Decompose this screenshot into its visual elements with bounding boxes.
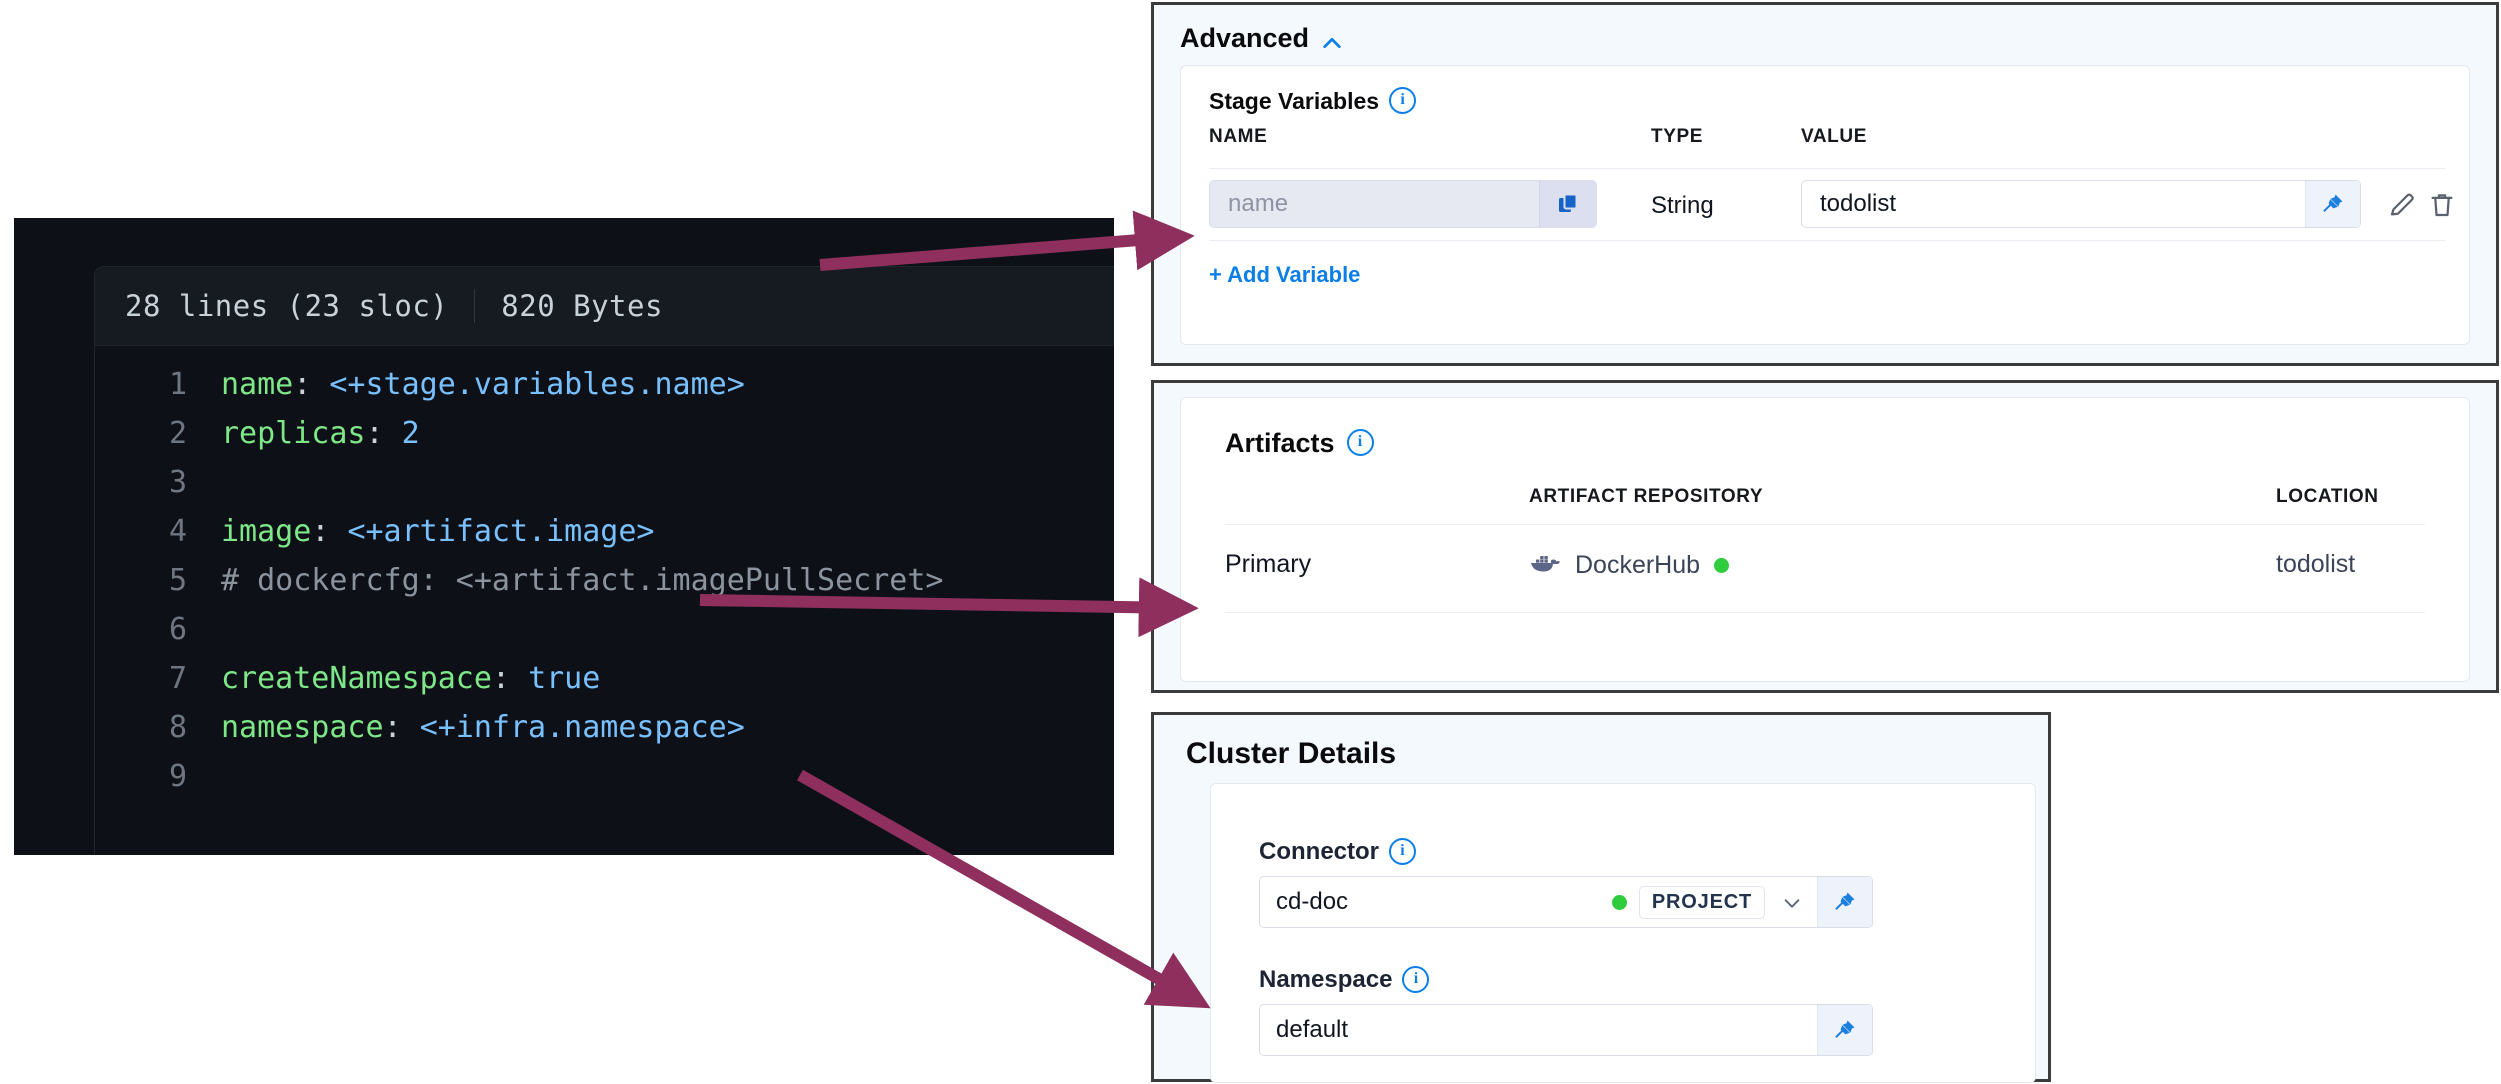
code-lines: 1 name: <+stage.variables.name> 2 replicas:…: [95, 346, 1114, 801]
code-line-text: createNamespace: true: [221, 661, 601, 696]
namespace-value: default: [1276, 1016, 1349, 1043]
code-line-text: [221, 605, 239, 654]
code-line-number: 7: [168, 661, 187, 696]
variable-value-text: todolist: [1820, 190, 1897, 217]
trash-icon[interactable]: [2427, 190, 2457, 225]
connector-input[interactable]: cd-doc PROJECT: [1259, 876, 1873, 928]
stage-variables-card: Stage Variables i NAME TYPE VALUE name S…: [1180, 65, 2470, 345]
add-variable-button[interactable]: + Add Variable: [1209, 262, 1361, 287]
code-line: 3: [95, 458, 1114, 507]
code-line-number: 9: [168, 759, 187, 794]
artifacts-header: Artifacts i: [1225, 428, 1374, 459]
code-line-number: 8: [168, 710, 187, 745]
code-file-size: 820 Bytes: [501, 289, 663, 323]
pin-icon[interactable]: [1817, 877, 1872, 927]
column-header-name: NAME: [1209, 126, 1268, 147]
chevron-down-icon[interactable]: [1781, 892, 1801, 912]
code-line: 6: [95, 605, 1114, 654]
artifacts-title: Artifacts: [1225, 428, 1335, 458]
connector-label: Connector: [1259, 838, 1379, 865]
variable-type-value: String: [1651, 192, 1714, 219]
connector-scope-badge: PROJECT: [1638, 885, 1765, 919]
artifacts-divider-bottom: [1225, 612, 2425, 613]
code-line-number: 1: [168, 367, 187, 402]
meta-divider: [474, 289, 476, 323]
artifacts-divider-top: [1225, 524, 2425, 525]
column-header-artifact-repository: ARTIFACT REPOSITORY: [1529, 486, 1764, 507]
code-line-number: 5: [168, 563, 187, 598]
copy-icon[interactable]: [1539, 181, 1596, 227]
variable-value-input[interactable]: todolist: [1801, 180, 2361, 228]
stage-variables-label-row: Stage Variables i: [1209, 87, 1417, 115]
column-header-type: TYPE: [1651, 126, 1704, 147]
stage-variables-label: Stage Variables: [1209, 88, 1380, 114]
code-line: 2 replicas: 2: [95, 409, 1114, 458]
code-viewer: 28 lines (23 sloc) 820 Bytes 1 name: <+st…: [14, 218, 1114, 855]
code-line: 9: [95, 752, 1114, 801]
artifacts-panel: Artifacts i ARTIFACT REPOSITORY LOCATION…: [1151, 380, 2499, 693]
table-divider-bottom: [1209, 240, 2445, 241]
artifacts-card: Artifacts i ARTIFACT REPOSITORY LOCATION…: [1180, 397, 2470, 682]
table-divider-top: [1209, 168, 2445, 169]
info-icon[interactable]: i: [1389, 87, 1417, 114]
code-line-count: 28 lines (23 sloc): [125, 289, 449, 323]
artifact-location-value: todolist: [2276, 550, 2356, 578]
status-dot-icon: [1714, 558, 1730, 573]
code-line-text: namespace: <+infra.namespace>: [221, 710, 745, 745]
artifact-repository-name: DockerHub: [1575, 551, 1701, 579]
connector-value: cd-doc: [1276, 888, 1349, 915]
column-header-location: LOCATION: [2276, 486, 2379, 507]
variable-name-input[interactable]: name: [1209, 180, 1597, 228]
namespace-label-row: Namespace i: [1259, 965, 1430, 994]
status-dot-icon: [1611, 894, 1627, 910]
pencil-icon[interactable]: [2387, 190, 2417, 225]
code-line: 7 createNamespace: true: [95, 654, 1114, 703]
code-line: 5 # dockercfg: <+artifact.imagePullSecret…: [95, 556, 1114, 605]
cluster-details-card: Connector i cd-doc PROJECT Namespace i d…: [1210, 783, 2036, 1083]
namespace-label: Namespace: [1259, 966, 1393, 993]
namespace-input[interactable]: default: [1259, 1004, 1873, 1056]
code-line: 8 namespace: <+infra.namespace>: [95, 703, 1114, 752]
advanced-header[interactable]: Advanced: [1180, 23, 1343, 54]
chevron-up-icon[interactable]: [1321, 30, 1343, 52]
code-line: 4 image: <+artifact.image>: [95, 507, 1114, 556]
cluster-details-title: Cluster Details: [1186, 737, 1397, 770]
advanced-title: Advanced: [1180, 23, 1310, 53]
code-line-text: name: <+stage.variables.name>: [221, 367, 745, 402]
artifact-repository-cell[interactable]: DockerHub: [1529, 550, 1730, 581]
advanced-panel: Advanced Stage Variables i NAME TYPE VAL…: [1151, 2, 2499, 366]
info-icon[interactable]: i: [1402, 965, 1430, 993]
artifacts-columns: ARTIFACT REPOSITORY LOCATION: [1181, 486, 2469, 516]
code-line-number: 6: [168, 612, 187, 647]
code-line-text: # dockercfg: <+artifact.imagePullSecret>: [221, 563, 944, 598]
variable-name-placeholder: name: [1228, 190, 1289, 217]
artifact-type-label: Primary: [1225, 550, 1312, 578]
info-icon[interactable]: i: [1346, 429, 1374, 456]
pin-icon[interactable]: [1817, 1005, 1872, 1055]
code-line: 1 name: <+stage.variables.name>: [95, 360, 1114, 409]
code-line-number: 2: [168, 416, 187, 451]
connector-label-row: Connector i: [1259, 837, 1416, 866]
pin-icon[interactable]: [2305, 181, 2360, 227]
code-line-text: [221, 752, 239, 801]
info-icon[interactable]: i: [1389, 837, 1416, 865]
cluster-details-panel: Cluster Details Connector i cd-doc PROJE…: [1151, 712, 2051, 1083]
code-line-number: 3: [168, 465, 187, 500]
column-header-value: VALUE: [1801, 126, 1867, 147]
docker-whale-icon: [1529, 550, 1561, 581]
code-file-meta: 28 lines (23 sloc) 820 Bytes: [95, 267, 1114, 346]
code-line-number: 4: [168, 514, 187, 549]
stage-variables-columns: NAME TYPE VALUE: [1209, 126, 2445, 156]
code-line-text: [221, 458, 239, 507]
code-viewer-inner: 28 lines (23 sloc) 820 Bytes 1 name: <+st…: [94, 266, 1114, 855]
code-line-text: replicas: 2: [221, 416, 420, 451]
code-line-text: image: <+artifact.image>: [221, 514, 655, 549]
